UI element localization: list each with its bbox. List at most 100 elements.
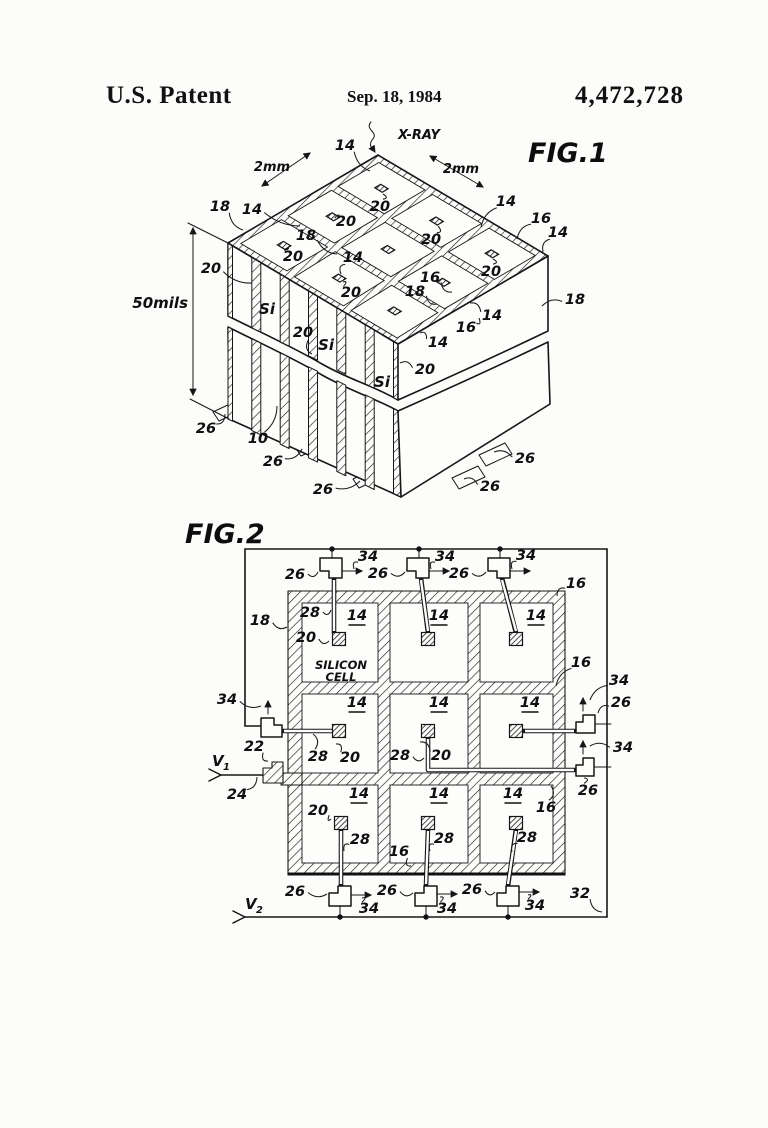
front-grooves-lower <box>227 326 402 498</box>
leader-line <box>239 701 262 709</box>
ref-label-14: 14 <box>347 608 367 624</box>
leader-line <box>399 361 413 369</box>
leader-line <box>284 448 303 460</box>
ref-label-14: 14 <box>429 695 449 711</box>
ref-label-26: 26 <box>368 566 388 582</box>
figure-1-isometric-block: FIG.1 X-RAY 2mm 2mm 50mils Si Si Si 1418… <box>132 121 608 498</box>
ref-label-18: 18 <box>250 613 270 629</box>
v1-subscript: 1 <box>223 762 230 773</box>
ref-label-20: 20 <box>415 362 435 378</box>
ref-label-28: 28 <box>300 605 320 621</box>
ref-label-20: 20 <box>421 232 441 248</box>
ref-label-34: 34 <box>217 692 237 708</box>
terminals <box>260 546 612 920</box>
leader-line <box>284 247 290 252</box>
ref-label-26: 26 <box>377 883 397 899</box>
xray-label: X-RAY <box>397 128 441 143</box>
contact-squares <box>331 631 524 831</box>
ref-label-34: 34 <box>525 898 545 914</box>
leader-line <box>353 151 371 172</box>
ref-label-14: 14 <box>347 695 367 711</box>
dim-2mm-right: 2mm <box>443 162 479 177</box>
leader-line <box>263 212 301 227</box>
ref-label-20: 20 <box>201 261 221 277</box>
ref-label-20: 20 <box>283 249 303 265</box>
ref-label-26: 26 <box>611 695 631 711</box>
leader-line <box>511 842 518 853</box>
leader-line <box>516 223 532 240</box>
ref-label-26: 26 <box>578 783 598 799</box>
leader-line <box>589 899 603 913</box>
leader-line <box>405 857 412 867</box>
figure-2-cell-schematic: FIG.2 SILICON CELL V 1 V 2 3434342626261… <box>185 519 633 924</box>
ref-label-34: 34 <box>609 673 629 689</box>
header-patent-number: 4,472,728 <box>575 82 684 109</box>
ref-label-26: 26 <box>285 884 305 900</box>
leader-line <box>399 891 414 897</box>
ref-label-16: 16 <box>456 320 476 336</box>
terminal-26 <box>414 885 438 907</box>
left-bus-wire <box>244 548 262 727</box>
leader-line <box>334 214 340 219</box>
ref-label-34: 34 <box>359 901 379 917</box>
terminal-26 <box>260 717 283 738</box>
header-publication: U.S. Patent <box>106 82 232 109</box>
leader-line <box>322 609 332 615</box>
leader-line <box>492 258 497 265</box>
leader-line <box>307 892 328 898</box>
leader-line <box>493 450 513 458</box>
v2-label: V <box>245 895 258 913</box>
terminal-26 <box>406 557 430 579</box>
cell-leads <box>282 577 576 887</box>
ref-label-26: 26 <box>313 482 333 498</box>
ref-label-26: 26 <box>449 566 469 582</box>
ref-label-14: 14 <box>343 250 363 266</box>
ref-label-26: 26 <box>263 454 283 470</box>
terminal-26 <box>575 757 595 777</box>
leader-line <box>382 193 387 200</box>
leader-line <box>339 263 346 275</box>
ref-label-14: 14 <box>496 194 516 210</box>
ref-label-26: 26 <box>285 567 305 583</box>
v1-chevron <box>208 768 222 782</box>
ref-label-32: 32 <box>570 886 590 902</box>
leader-line <box>542 238 551 253</box>
ref-label-34: 34 <box>358 549 378 565</box>
leader-line <box>471 571 487 577</box>
leader-line <box>352 561 359 570</box>
ref-label-28: 28 <box>434 831 454 847</box>
v1-bridge <box>280 772 303 786</box>
dim-2mm-left-line <box>261 152 311 187</box>
leader-line <box>555 667 572 687</box>
leader-line <box>318 638 330 645</box>
ref-label-26: 26 <box>515 451 535 467</box>
ref-label-20: 20 <box>336 214 356 230</box>
leader-line <box>541 299 563 307</box>
ref-label-14: 14 <box>335 138 355 154</box>
v1-label: V <box>212 752 225 770</box>
right-face-lower-slab <box>397 341 551 498</box>
ref-label-24: 24 <box>227 787 247 803</box>
dim-50mils-witness-top <box>187 222 229 244</box>
si-label-1: Si <box>259 300 276 318</box>
fig1-title: FIG.1 <box>528 138 608 169</box>
ref-label-14: 14 <box>429 608 449 624</box>
ref-label-28: 28 <box>390 748 410 764</box>
grid-cells <box>301 602 554 864</box>
leader-line <box>583 777 588 784</box>
dim-50mils-witness-bottom <box>189 398 230 420</box>
leader-line <box>439 896 444 903</box>
ref-label-26: 26 <box>196 421 216 437</box>
silicon-cell-word-2: CELL <box>326 670 357 684</box>
leader-line <box>429 561 436 570</box>
leader-line <box>484 890 496 896</box>
ref-label-16: 16 <box>536 800 556 816</box>
leader-line <box>419 331 428 340</box>
leader-line <box>262 752 269 762</box>
leader-line <box>342 281 347 287</box>
front-grooves-upper <box>227 242 399 401</box>
ref-label-18: 18 <box>210 199 230 215</box>
terminal-26 <box>319 557 343 579</box>
leader-line <box>222 271 253 284</box>
